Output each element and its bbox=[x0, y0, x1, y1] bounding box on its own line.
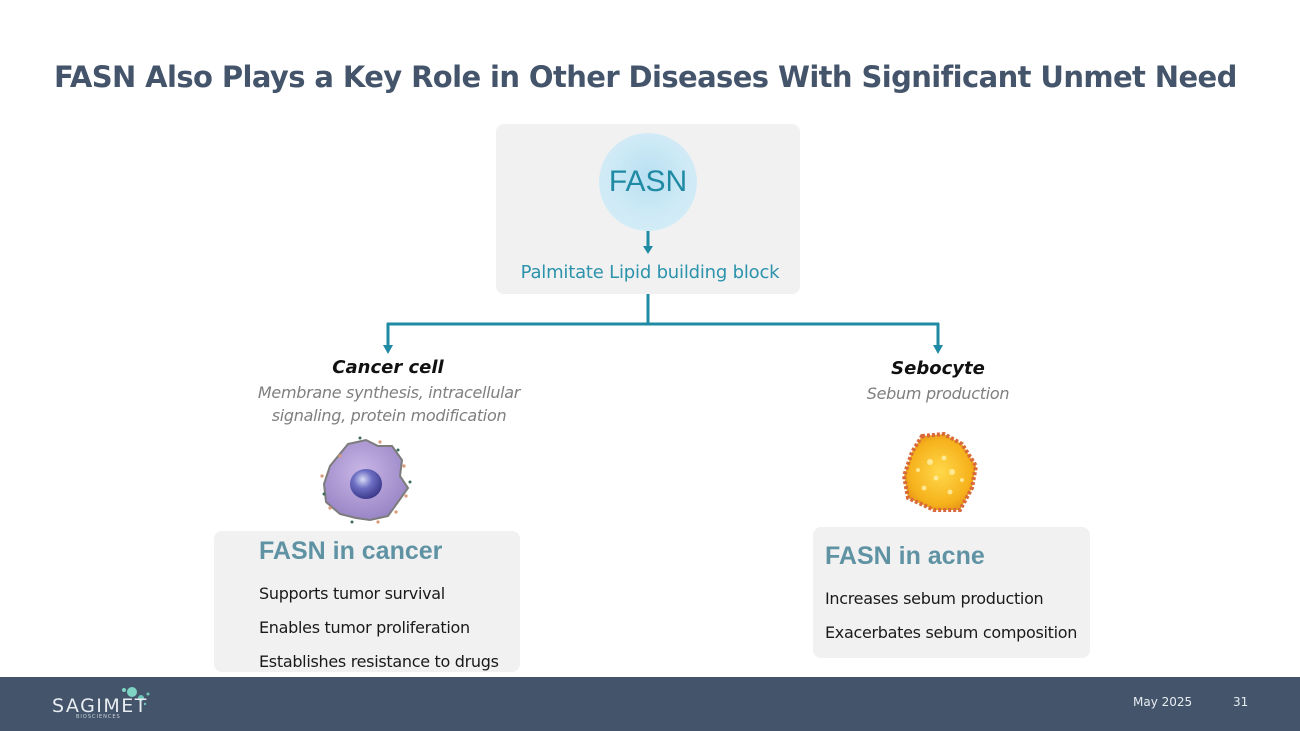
fasn-in-cancer-box bbox=[214, 531, 520, 672]
fasn-in-acne-heading: FASN in acne bbox=[825, 542, 985, 570]
fasn-in-cancer-heading: FASN in cancer bbox=[259, 537, 443, 565]
cancer-cell-subtitle: Membrane synthesis, intracellular signal… bbox=[257, 383, 521, 425]
arrowhead-icon bbox=[383, 345, 393, 354]
sagimet-logo-dots-icon bbox=[122, 687, 150, 706]
fasn-node: FASN bbox=[599, 133, 697, 231]
arrowhead-icon bbox=[933, 345, 943, 354]
cancer-cell-illustration bbox=[320, 436, 412, 524]
cancer-list-item: Establishes resistance to drugs bbox=[259, 652, 499, 671]
fasn-node-label: FASN bbox=[608, 165, 688, 198]
sagimet-logo-text: SAGIMET bbox=[52, 695, 148, 717]
page-number: 31 bbox=[1233, 695, 1249, 709]
cancer-cell-title: Cancer cell bbox=[332, 357, 444, 378]
acne-list-item: Exacerbates sebum composition bbox=[825, 623, 1078, 642]
palmitate-label: Palmitate Lipid building block bbox=[520, 262, 780, 283]
footer-date: May 2025 bbox=[1133, 695, 1193, 709]
sebocyte-title: Sebocyte bbox=[891, 358, 985, 379]
fasn-in-acne-box bbox=[813, 527, 1090, 658]
sebocyte-illustration bbox=[901, 432, 979, 512]
footer-bar bbox=[0, 677, 1300, 731]
slide-title: FASN Also Plays a Key Role in Other Dise… bbox=[54, 60, 1237, 94]
acne-list-item: Increases sebum production bbox=[825, 589, 1044, 608]
sagimet-logo-subtext: BIOSCIENCES bbox=[76, 714, 121, 720]
cancer-list-item: Enables tumor proliferation bbox=[259, 618, 470, 637]
sebocyte-subtitle: Sebum production bbox=[866, 384, 1010, 403]
cancer-list-item: Supports tumor survival bbox=[259, 584, 445, 603]
